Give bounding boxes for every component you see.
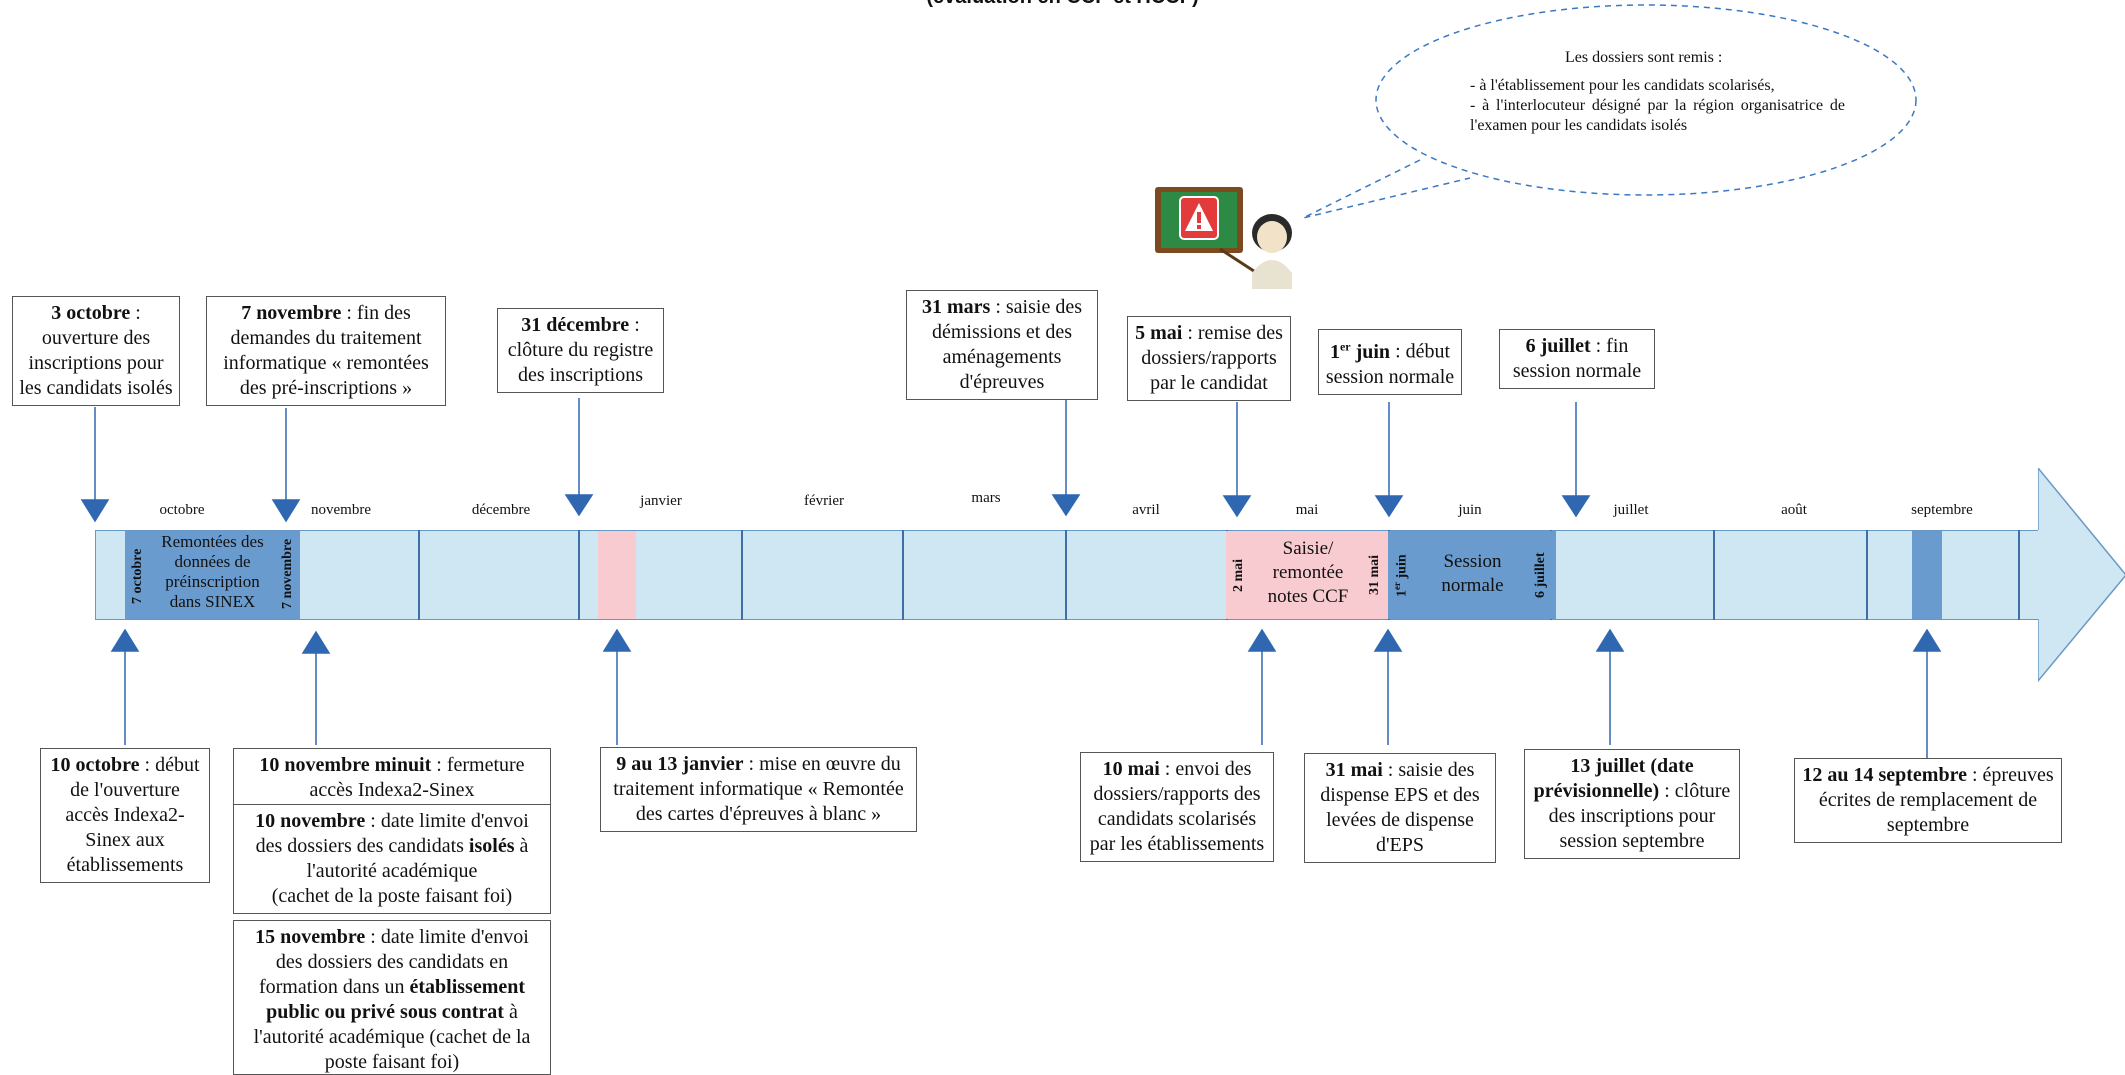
event-text: : clôture du registre des inscriptions [507,314,654,386]
event-15-novembre: 15 novembre : date limite d'envoi des do… [233,920,551,1075]
event-date: 10 octobre [50,754,140,776]
event-13-juillet: 13 juillet (date prévisionnelle) : clôtu… [1524,749,1740,859]
event-5-mai: 5 mai : remise des dossiers/rapports par… [1127,316,1291,401]
timeline-arrow-head [2038,468,2125,683]
event-date: 10 novembre [255,810,366,832]
event-text: : saisie des démissions et des aménageme… [932,296,1082,393]
event-date: 9 au 13 janvier [616,753,744,775]
event-text: (cachet de la poste faisant foi) [271,885,513,907]
month-divider [418,530,420,620]
event-text: : début de l'ouverture accès Indexa2-Sin… [65,754,200,876]
event-date: 10 novembre minuit [259,754,432,776]
event-31-decembre: 31 décembre : clôture du registre des in… [497,308,664,393]
sinex-segment [125,531,300,619]
event-date: 10 mai [1102,758,1160,780]
event-date: 5 mai [1135,322,1183,344]
month-label: mai [1295,502,1319,518]
event-10-novembre-minuit: 10 novembre minuit : fermeture accès Ind… [233,748,551,808]
event-text: à l'autorité académique (cachet de la po… [253,1001,531,1073]
month-label: décembre [471,502,531,518]
month-label: avril [1132,502,1160,518]
month-label: juin [1458,502,1482,518]
event-3-octobre: 3 octobre : ouverture des inscriptions p… [12,296,180,406]
event-text: : clôture des inscriptions pour session … [1548,780,1731,852]
event-date-sup: er [1339,339,1351,353]
sinex-label: Remontées des données de préinscription … [161,532,264,611]
ccf-label: Saisie/ remontée notes CCF [1267,538,1349,607]
bubble-line-1: - à l'établissement pour les candidats s… [1470,77,1775,94]
event-31-mars: 31 mars : saisie des démissions et des a… [906,290,1098,400]
event-date-day: 1 [1329,340,1340,363]
session-label: Session normale [1441,551,1504,596]
event-date: 12 au 14 septembre [1802,764,1967,786]
bubble-heading: Les dossiers sont remis : [1565,49,1723,66]
event-31-mai: 31 mai : saisie des dispense EPS et des … [1304,753,1496,863]
event-text: : début session normale [1325,340,1455,388]
month-label: janvier [640,493,682,509]
month-label: octobre [159,502,205,518]
event-date: 15 novembre [255,926,366,948]
event-text: : fin session normale [1512,335,1642,382]
event-text: : ouverture des inscriptions pour les ca… [19,302,173,399]
event-date-month: juin [1350,340,1391,363]
month-divider [741,530,743,620]
month-label: mars [971,490,1001,506]
event-7-novembre: 7 novembre : fin des demandes du traitem… [206,296,446,406]
month-label: septembre [1911,502,1973,518]
bubble-line-2: - à l'interlocuteur désigné par la régio… [1470,97,1845,134]
session-segment [1388,531,1556,619]
event-date: 1er juin [1329,339,1391,363]
month-divider [578,530,580,620]
event-10-octobre: 10 octobre : début de l'ouverture accès … [40,748,210,883]
event-text: : mise en œuvre du traitement informatiq… [613,753,904,825]
event-text: : envoi des dossiers/rapports des candid… [1089,758,1265,855]
event-text: : épreuves écrites de remplacement de se… [1818,764,2054,836]
event-9-13-janvier: 9 au 13 janvier : mise en œuvre du trait… [600,747,917,832]
event-text: : fermeture accès Indexa2-Sinex [309,754,525,801]
event-date: 13 juillet (date prévisionnelle) [1533,755,1694,802]
month-divider [902,530,904,620]
event-date: 31 mai [1325,759,1383,781]
month-divider [1866,530,1868,620]
september-segment [1912,531,1942,619]
month-label: août [1781,502,1807,518]
event-10-mai: 10 mai : envoi des dossiers/rapports des… [1080,752,1274,862]
month-label: juillet [1613,502,1649,518]
event-text: : date limite d'envoi des dossiers des c… [258,926,529,998]
event-text: : date limite d'envoi des dossiers des c… [255,810,529,857]
january-segment [598,531,636,619]
month-label: novembre [311,502,371,518]
month-divider [2018,530,2020,620]
month-label: février [804,493,844,509]
event-text-bold: isolés [468,835,515,857]
event-text: à l'autorité académique [306,835,529,882]
event-text-bold: établissement public ou privé sous contr… [266,976,526,1023]
event-1er-juin: 1er juin : début session normale [1318,329,1462,395]
teacher-warning-icon [1155,187,1292,289]
event-date: 3 octobre [51,302,131,324]
page-title: (évaluation en CCF et HCCF) [0,0,2125,9]
event-12-14-septembre: 12 au 14 septembre : épreuves écrites de… [1794,758,2062,843]
event-6-juillet: 6 juillet : fin session normale [1499,329,1655,389]
event-text: : saisie des dispense EPS et des levées … [1320,759,1480,856]
month-divider [1065,530,1067,620]
event-date: 7 novembre [241,302,342,324]
event-date: 31 mars [922,296,991,318]
event-10-novembre: 10 novembre : date limite d'envoi des do… [233,804,551,914]
ccf-segment [1226,531,1388,619]
month-divider [1713,530,1715,620]
event-date: 31 décembre [521,314,630,336]
event-date: 6 juillet [1525,335,1591,357]
event-text: : fin des demandes du traitement informa… [223,302,429,399]
event-text: : remise des dossiers/rapports par le ca… [1141,322,1283,394]
